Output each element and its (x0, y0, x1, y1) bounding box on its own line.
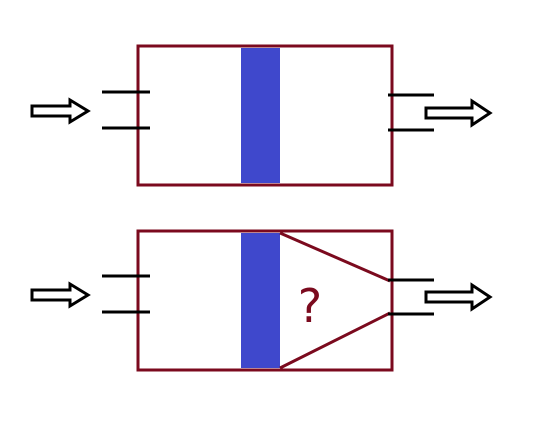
lower-filter-membrane (241, 233, 280, 368)
lower-chamber (136, 229, 394, 372)
unknown-question-mark: ? (298, 279, 322, 333)
lower-converging-wall-top (279, 231, 391, 283)
upper-outlet-arrow-icon (424, 98, 493, 128)
upper-device (30, 44, 493, 187)
lower-inlet-arrow-icon (30, 281, 91, 309)
lower-converging-wall-bottom (279, 311, 391, 370)
lower-outlet-arrow-icon (424, 282, 493, 312)
upper-inlet-arrow-icon (30, 97, 91, 125)
upper-chamber (136, 44, 394, 187)
upper-filter-membrane (241, 48, 280, 183)
lower-device: ? (30, 229, 493, 372)
